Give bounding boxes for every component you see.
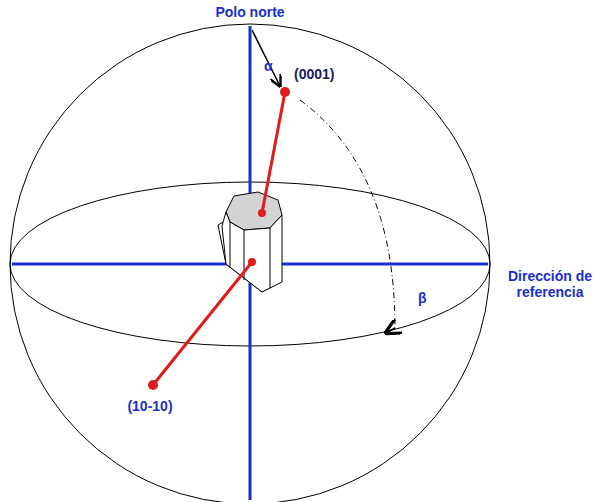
- prism-normal: [153, 262, 252, 385]
- normal-origin: [248, 258, 256, 266]
- plane-index: (0001): [294, 66, 334, 82]
- pole-label: Polo norte: [215, 4, 284, 20]
- reference-label: Dirección de referencia: [490, 268, 610, 300]
- beta-arc: [300, 100, 395, 328]
- alpha-arrow: [252, 30, 280, 86]
- beta-arrowhead: [386, 328, 395, 333]
- plane-index: (10-10): [127, 398, 172, 414]
- angle-label: β: [418, 290, 427, 306]
- basal-normal: [262, 92, 285, 213]
- hexagonal-crystal: [218, 192, 282, 292]
- basal-pole: [280, 87, 290, 97]
- normal-origin: [258, 209, 266, 217]
- prism-pole: [148, 380, 158, 390]
- angle-label: α: [264, 58, 273, 74]
- sphere-outline: [10, 24, 490, 502]
